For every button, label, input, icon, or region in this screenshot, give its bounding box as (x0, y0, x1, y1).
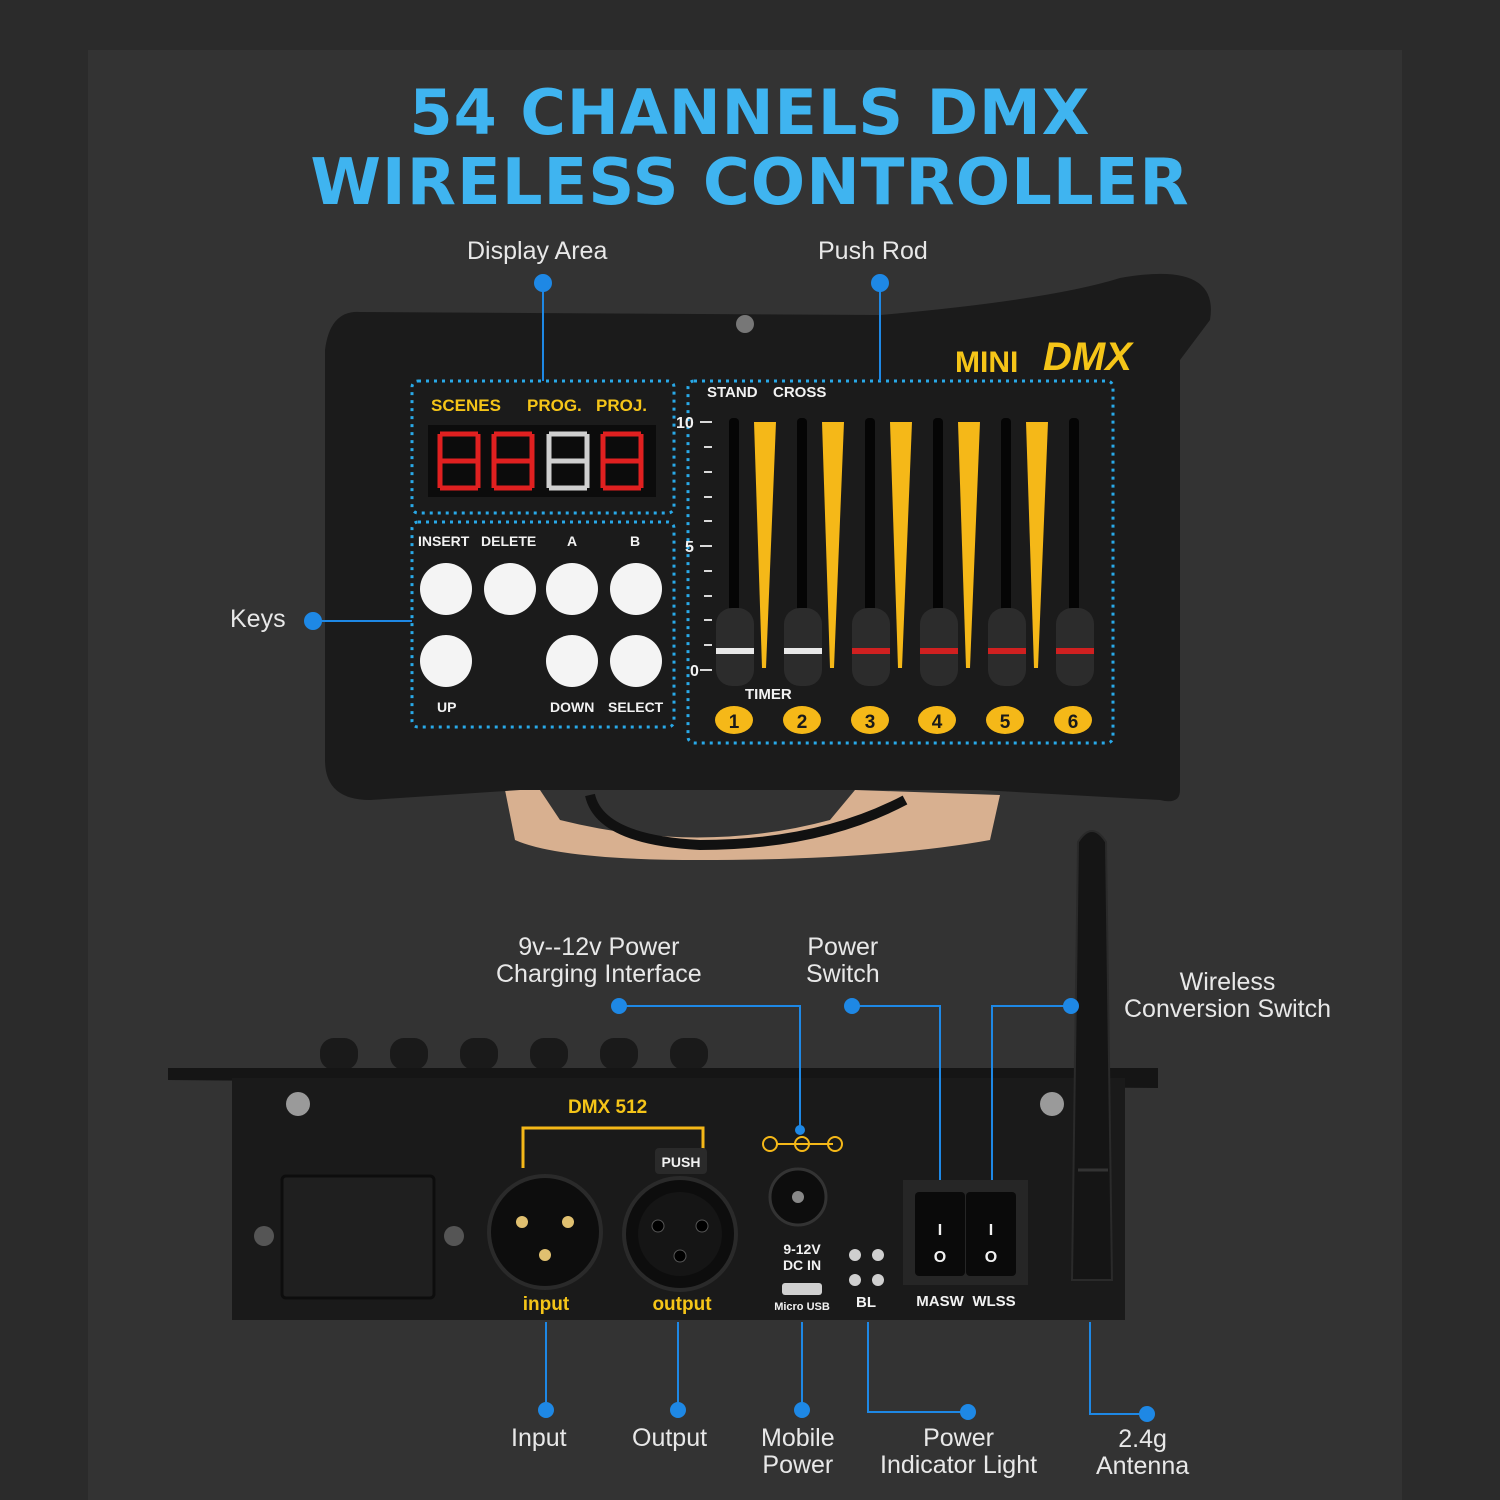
wlss-on-glyph: I (989, 1222, 993, 1239)
micro-usb-port[interactable] (782, 1283, 822, 1295)
pin (562, 1216, 574, 1228)
bottom-callout-lines (545, 1005, 1147, 1415)
gold-wedges (754, 422, 1048, 668)
bottom-callout-dots (538, 998, 1155, 1422)
pin (539, 1249, 551, 1261)
masw-on-glyph: I (938, 1222, 942, 1239)
callout-output: Output (632, 1424, 708, 1452)
channel-5: 5 (1000, 712, 1011, 733)
display-frame (410, 379, 676, 515)
channel-1: 1 (729, 712, 740, 733)
label-timer: TIMER (745, 686, 792, 703)
label-micro-usb: Micro USB (774, 1301, 830, 1313)
label-prog: PROG. (527, 396, 582, 415)
label-select: SELECT (608, 699, 664, 715)
callout-keys: Keys (230, 605, 286, 633)
wlss-switch[interactable] (966, 1192, 1016, 1276)
handle-strap (585, 793, 908, 851)
scale-10: 10 (676, 415, 694, 432)
scale-5: 5 (685, 539, 694, 556)
label-dc-in-1: 9-12V (783, 1241, 821, 1257)
label-input: input (523, 1294, 570, 1315)
channel-2: 2 (797, 712, 808, 733)
select-button[interactable] (610, 635, 662, 687)
battery-cover (280, 1174, 436, 1300)
title-line-2: WIRELESS CONTROLLER (310, 146, 1190, 220)
indicator-lights (849, 1249, 884, 1286)
label-bl: BL (856, 1294, 876, 1311)
screw-right (1040, 1092, 1064, 1116)
label-insert: INSERT (418, 533, 470, 549)
callout-power-indicator: Power Indicator Light (880, 1424, 1038, 1479)
callout-charging-interface: 9v--12v Power Charging Interface (496, 933, 702, 988)
label-dc-in-2: DC IN (783, 1257, 821, 1273)
callout-display-area: Display Area (467, 237, 608, 265)
top-callout-lines (304, 274, 889, 630)
polarity-symbol (762, 1136, 843, 1152)
callout-mobile-power: Mobile Power (761, 1424, 835, 1479)
label-masw: MASW (916, 1293, 964, 1310)
label-a: A (567, 533, 577, 549)
label-cross: CROSS (773, 384, 826, 401)
faders-frame (686, 379, 1115, 745)
label-stand: STAND (707, 384, 758, 401)
label-down: DOWN (550, 699, 594, 715)
callout-antenna: 2.4g Antenna (1096, 1425, 1190, 1480)
label-b: B (630, 533, 640, 549)
channel-3: 3 (865, 712, 876, 733)
label-wlss: WLSS (972, 1293, 1015, 1310)
screw-left (286, 1092, 310, 1116)
callout-wireless-switch: Wireless Conversion Switch (1124, 968, 1332, 1023)
socket (651, 1219, 665, 1233)
scale-ticks (700, 421, 712, 671)
led-digit-gray (546, 431, 590, 491)
title-line-1: 54 CHANNELS DMX (409, 76, 1091, 149)
callout-push-rod: Push Rod (818, 237, 928, 265)
channel-6: 6 (1068, 712, 1079, 733)
up-button[interactable] (420, 635, 472, 687)
pin (516, 1216, 528, 1228)
channel-badges: 1 2 3 4 5 6 (715, 706, 1092, 734)
brand-dmx: DMX (1043, 335, 1134, 379)
callout-input: Input (511, 1424, 567, 1452)
label-scenes: SCENES (431, 396, 501, 415)
antenna (1070, 830, 1114, 1281)
masw-off-glyph: O (934, 1249, 946, 1266)
scale-0: 0 (690, 663, 699, 680)
label-dmx512: DMX 512 (568, 1097, 647, 1118)
top-jack (736, 315, 754, 333)
socket (673, 1249, 687, 1263)
a-button[interactable] (546, 563, 598, 615)
push-latch[interactable] (655, 1148, 707, 1174)
label-push: PUSH (662, 1154, 701, 1170)
insert-button[interactable] (420, 563, 472, 615)
wlss-off-glyph: O (985, 1249, 997, 1266)
keys-frame (410, 520, 676, 729)
dmx-bracket (521, 1126, 705, 1168)
label-proj: PROJ. (596, 396, 647, 415)
dc-pin (792, 1191, 804, 1203)
cover-screw-right (444, 1226, 464, 1246)
delete-button[interactable] (484, 563, 536, 615)
down-button[interactable] (546, 635, 598, 687)
handle-wood (505, 790, 1000, 860)
cover-screw-left (254, 1226, 274, 1246)
faders[interactable] (716, 418, 1094, 686)
xlr-input-jack[interactable] (487, 1174, 603, 1290)
led-digits (437, 431, 644, 491)
label-delete: DELETE (481, 533, 536, 549)
channel-4: 4 (932, 712, 943, 733)
callout-power-switch: Power Switch (806, 933, 880, 988)
label-output: output (652, 1294, 712, 1315)
brand-mini: MINI (955, 346, 1018, 379)
b-button[interactable] (610, 563, 662, 615)
socket (695, 1219, 709, 1233)
label-up: UP (437, 699, 456, 715)
masw-switch[interactable] (915, 1192, 965, 1276)
back-knob-tops (320, 1038, 708, 1070)
xlr-output-face (638, 1192, 722, 1276)
